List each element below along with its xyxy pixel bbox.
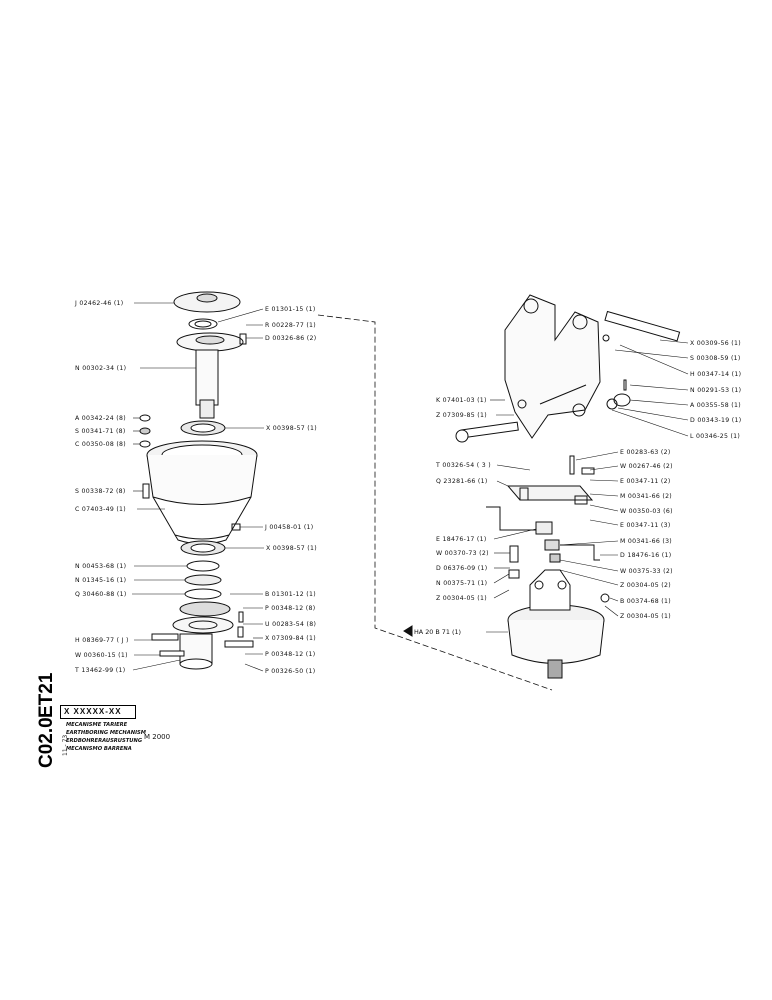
part-label-right: W 00350-03 (6) (620, 508, 673, 515)
part-label-left: J 02462-46 (1) (75, 300, 124, 307)
part-label-right: E 00347-11 (3) (620, 522, 671, 529)
title-de: ERDBOHRERAUSRUSTUNG (66, 738, 143, 744)
part-code-box: X XXXXX-XX (60, 705, 136, 719)
part-label-left: C 00350-08 (8) (75, 441, 127, 448)
part-label-right: N 00291-53 (1) (690, 387, 742, 394)
part-label-left: H 08369-77 ( J ) (75, 637, 129, 644)
part-label-left: S 00338-72 (8) (75, 488, 126, 495)
left-assembly (132, 291, 264, 672)
part-label-right: D 00343-19 (1) (690, 417, 742, 424)
part-label-left: T 13462-99 (1) (75, 667, 126, 674)
title-fr: MECANISME TARIERE (66, 722, 128, 728)
part-label-mid: P 00348-12 (1) (265, 651, 316, 658)
part-label-mid: P 00348-12 (8) (265, 605, 316, 612)
part-label-mid: J 00458-01 (1) (265, 524, 314, 531)
part-label-right: T 00326-54 ( 3 ) (436, 462, 492, 469)
part-label-right: D 06376-09 (1) (436, 565, 488, 572)
part-label-mid: X 07309-84 (1) (265, 635, 316, 642)
title-es: MECANISMO BARRENA (66, 746, 132, 752)
part-label-right: X 00309-56 (1) (690, 340, 741, 347)
part-label-right: D 18476-16 (1) (620, 552, 672, 559)
right-assembly (403, 294, 689, 679)
part-label-right: K 07401-03 (1) (436, 397, 487, 404)
part-label-right: W 00375-33 (2) (620, 568, 673, 575)
title-en: EARTHBORING MECHANISM (66, 730, 146, 736)
part-label-right: Z 07309-85 (1) (436, 412, 487, 419)
assembly-reference: HA 20 B 71 (1) (414, 628, 462, 636)
part-label-right: N 00375-71 (1) (436, 580, 488, 587)
sheet-subcode: C02.0 (36, 717, 57, 768)
part-label-mid: X 00398-57 (1) (266, 545, 317, 552)
part-label-right: M 00341-66 (2) (620, 493, 673, 500)
part-label-right: Z 00304-05 (1) (436, 595, 487, 602)
part-label-mid: B 01301-12 (1) (265, 591, 316, 598)
divider-line (317, 314, 553, 691)
part-label-left: A 00342-24 (8) (75, 415, 126, 422)
part-label-right: E 18476-17 (1) (436, 536, 487, 543)
part-label-right: B 00374-68 (1) (620, 598, 671, 605)
part-label-right: Q 23281-66 (1) (436, 478, 488, 485)
part-label-left: N 00453-68 (1) (75, 563, 127, 570)
part-label-right: A 00355-58 (1) (690, 402, 741, 409)
part-code: X XXXXX-XX (64, 707, 122, 716)
part-label-left: C 07403-49 (1) (75, 506, 127, 513)
part-label-right: W 00267-46 (2) (620, 463, 673, 470)
part-label-right: L 00346-25 (1) (690, 433, 741, 440)
model-number: M 2000 (144, 733, 171, 741)
part-label-right: Z 00304-05 (2) (620, 582, 671, 589)
part-label-mid: U 00283-54 (8) (265, 621, 317, 628)
part-label-mid: X 00398-57 (1) (266, 425, 317, 432)
part-label-mid: D 00326-86 (2) (265, 335, 317, 342)
part-label-left: N 01345-16 (1) (75, 577, 127, 584)
part-label-right: E 00347-11 (2) (620, 478, 671, 485)
part-label-left: N 00302-34 (1) (75, 365, 127, 372)
part-label-right: S 00308-59 (1) (690, 355, 741, 362)
part-label-left: Q 30460-88 (1) (75, 591, 127, 598)
part-label-mid: R 00228-77 (1) (265, 322, 316, 329)
part-label-left: S 00341-71 (8) (75, 428, 126, 435)
part-label-right: H 00347-14 (1) (690, 371, 742, 378)
part-label-right: W 00370-73 (2) (436, 550, 489, 557)
part-label-left: W 00360-15 (1) (75, 652, 128, 659)
part-label-mid: P 00326-50 (1) (265, 668, 316, 675)
part-label-right: Z 00304-05 (1) (620, 613, 671, 620)
part-label-right: E 00283-63 (2) (620, 449, 671, 456)
part-label-mid: E 01301-15 (1) (265, 306, 316, 313)
sheet-code: ET21 (36, 672, 57, 718)
part-label-right: M 00341-66 (3) (620, 538, 673, 545)
